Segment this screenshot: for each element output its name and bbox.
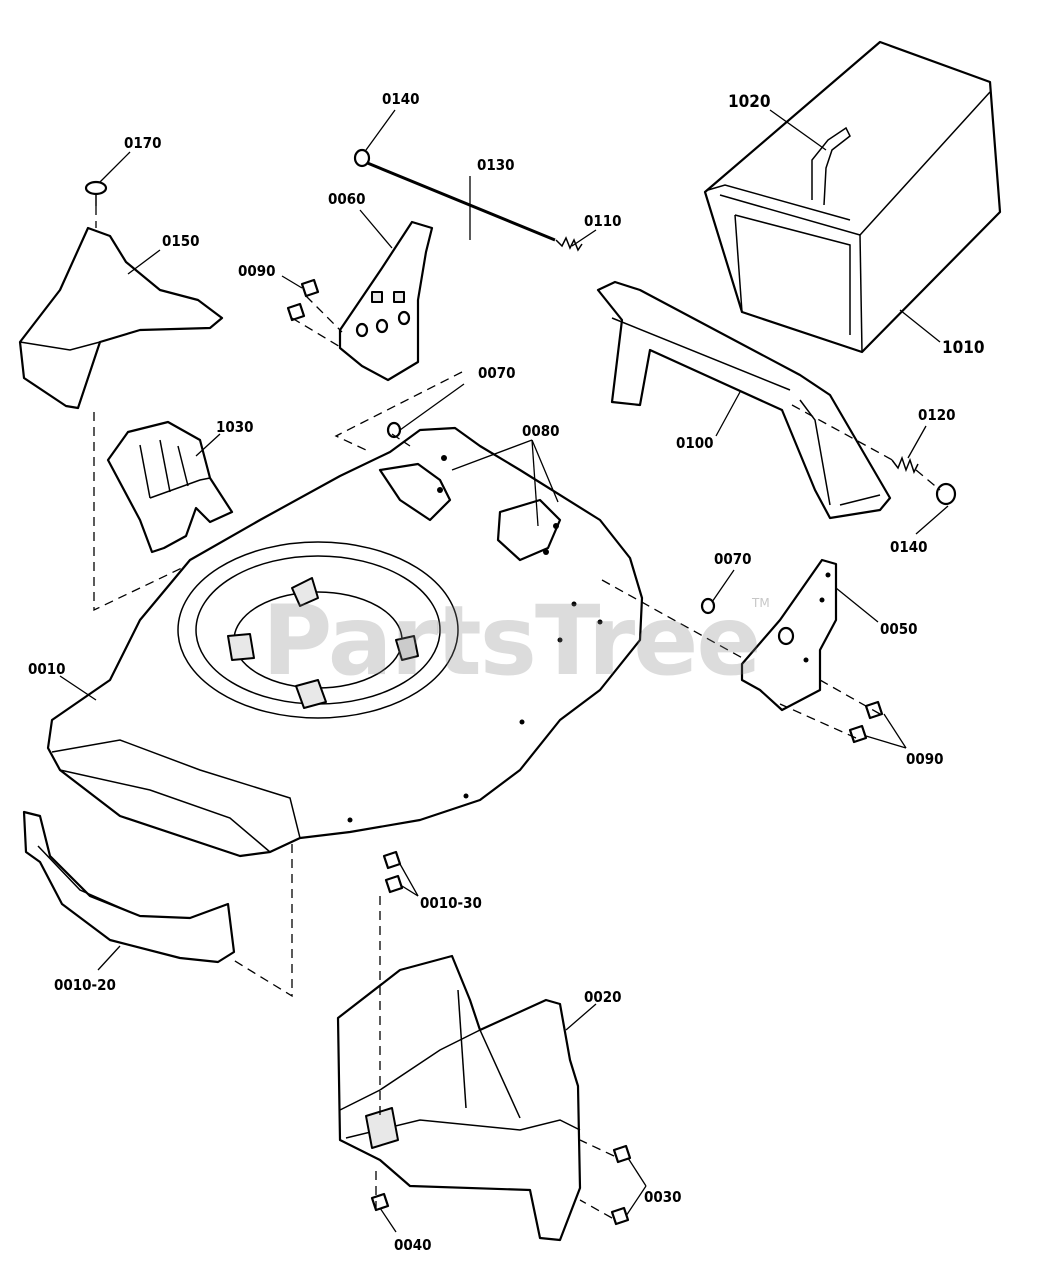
assembly-lines bbox=[93, 206, 941, 1219]
leader-lines bbox=[59, 109, 949, 1233]
callout-0170[interactable]: 0170 bbox=[124, 134, 162, 152]
part-0140-washer-right[interactable] bbox=[935, 482, 957, 506]
part-0060-height-adjuster-left[interactable] bbox=[338, 220, 434, 382]
callout-0070-left[interactable]: 0070 bbox=[478, 364, 516, 382]
callout-0070-right[interactable]: 0070 bbox=[714, 550, 752, 568]
callout-0120[interactable]: 0120 bbox=[918, 406, 956, 424]
callout-0140-right[interactable]: 0140 bbox=[890, 538, 928, 556]
part-0130-rod[interactable] bbox=[364, 160, 556, 242]
callout-0090-right[interactable]: 0090 bbox=[906, 750, 944, 768]
part-0050-height-adjuster-right[interactable] bbox=[740, 558, 838, 712]
part-0150-cover[interactable] bbox=[18, 226, 224, 410]
part-0010-30-screws[interactable] bbox=[382, 850, 404, 894]
part-1010-grass-bag[interactable] bbox=[703, 40, 1002, 354]
callout-1010[interactable]: 1010 bbox=[942, 338, 985, 358]
part-0030-screws[interactable] bbox=[610, 1144, 632, 1226]
callout-0010[interactable]: 0010 bbox=[28, 660, 66, 678]
callout-0110[interactable]: 0110 bbox=[584, 212, 622, 230]
watermark: PartsTree bbox=[262, 585, 761, 697]
callout-0100[interactable]: 0100 bbox=[676, 434, 714, 452]
callout-0090-left[interactable]: 0090 bbox=[238, 262, 276, 280]
callout-0150[interactable]: 0150 bbox=[162, 232, 200, 250]
trademark-symbol: TM bbox=[752, 596, 770, 610]
part-0170-push-pin[interactable] bbox=[84, 180, 108, 206]
part-1030-mulch-plug[interactable] bbox=[106, 420, 234, 554]
part-0120-spring[interactable] bbox=[891, 455, 919, 474]
callout-0060[interactable]: 0060 bbox=[328, 190, 366, 208]
callout-0010-30[interactable]: 0010-30 bbox=[420, 894, 482, 912]
part-1020-bag-frame[interactable] bbox=[707, 126, 851, 221]
callout-1020[interactable]: 1020 bbox=[728, 92, 771, 112]
part-0070-washer-right[interactable] bbox=[700, 597, 716, 615]
part-0020-discharge-chute[interactable] bbox=[336, 954, 582, 1242]
part-0040-screw[interactable] bbox=[370, 1192, 390, 1212]
part-0090-bolts-left[interactable] bbox=[286, 278, 320, 322]
callout-0130[interactable]: 0130 bbox=[477, 156, 515, 174]
callout-0080[interactable]: 0080 bbox=[522, 422, 560, 440]
callout-0040[interactable]: 0040 bbox=[394, 1236, 432, 1254]
callout-0010-20[interactable]: 0010-20 bbox=[54, 976, 116, 994]
part-0010-20-trim-strip[interactable] bbox=[22, 810, 236, 964]
callout-0030[interactable]: 0030 bbox=[644, 1188, 682, 1206]
part-0140-washer-top[interactable] bbox=[353, 148, 371, 168]
callout-1030[interactable]: 1030 bbox=[216, 418, 254, 436]
part-0100-rear-door[interactable] bbox=[596, 280, 892, 520]
callout-0050[interactable]: 0050 bbox=[880, 620, 918, 638]
callout-0020[interactable]: 0020 bbox=[584, 988, 622, 1006]
part-0110-spring[interactable] bbox=[555, 236, 583, 252]
part-0010-mower-deck[interactable] bbox=[46, 426, 644, 858]
callout-0140-top[interactable]: 0140 bbox=[382, 90, 420, 108]
